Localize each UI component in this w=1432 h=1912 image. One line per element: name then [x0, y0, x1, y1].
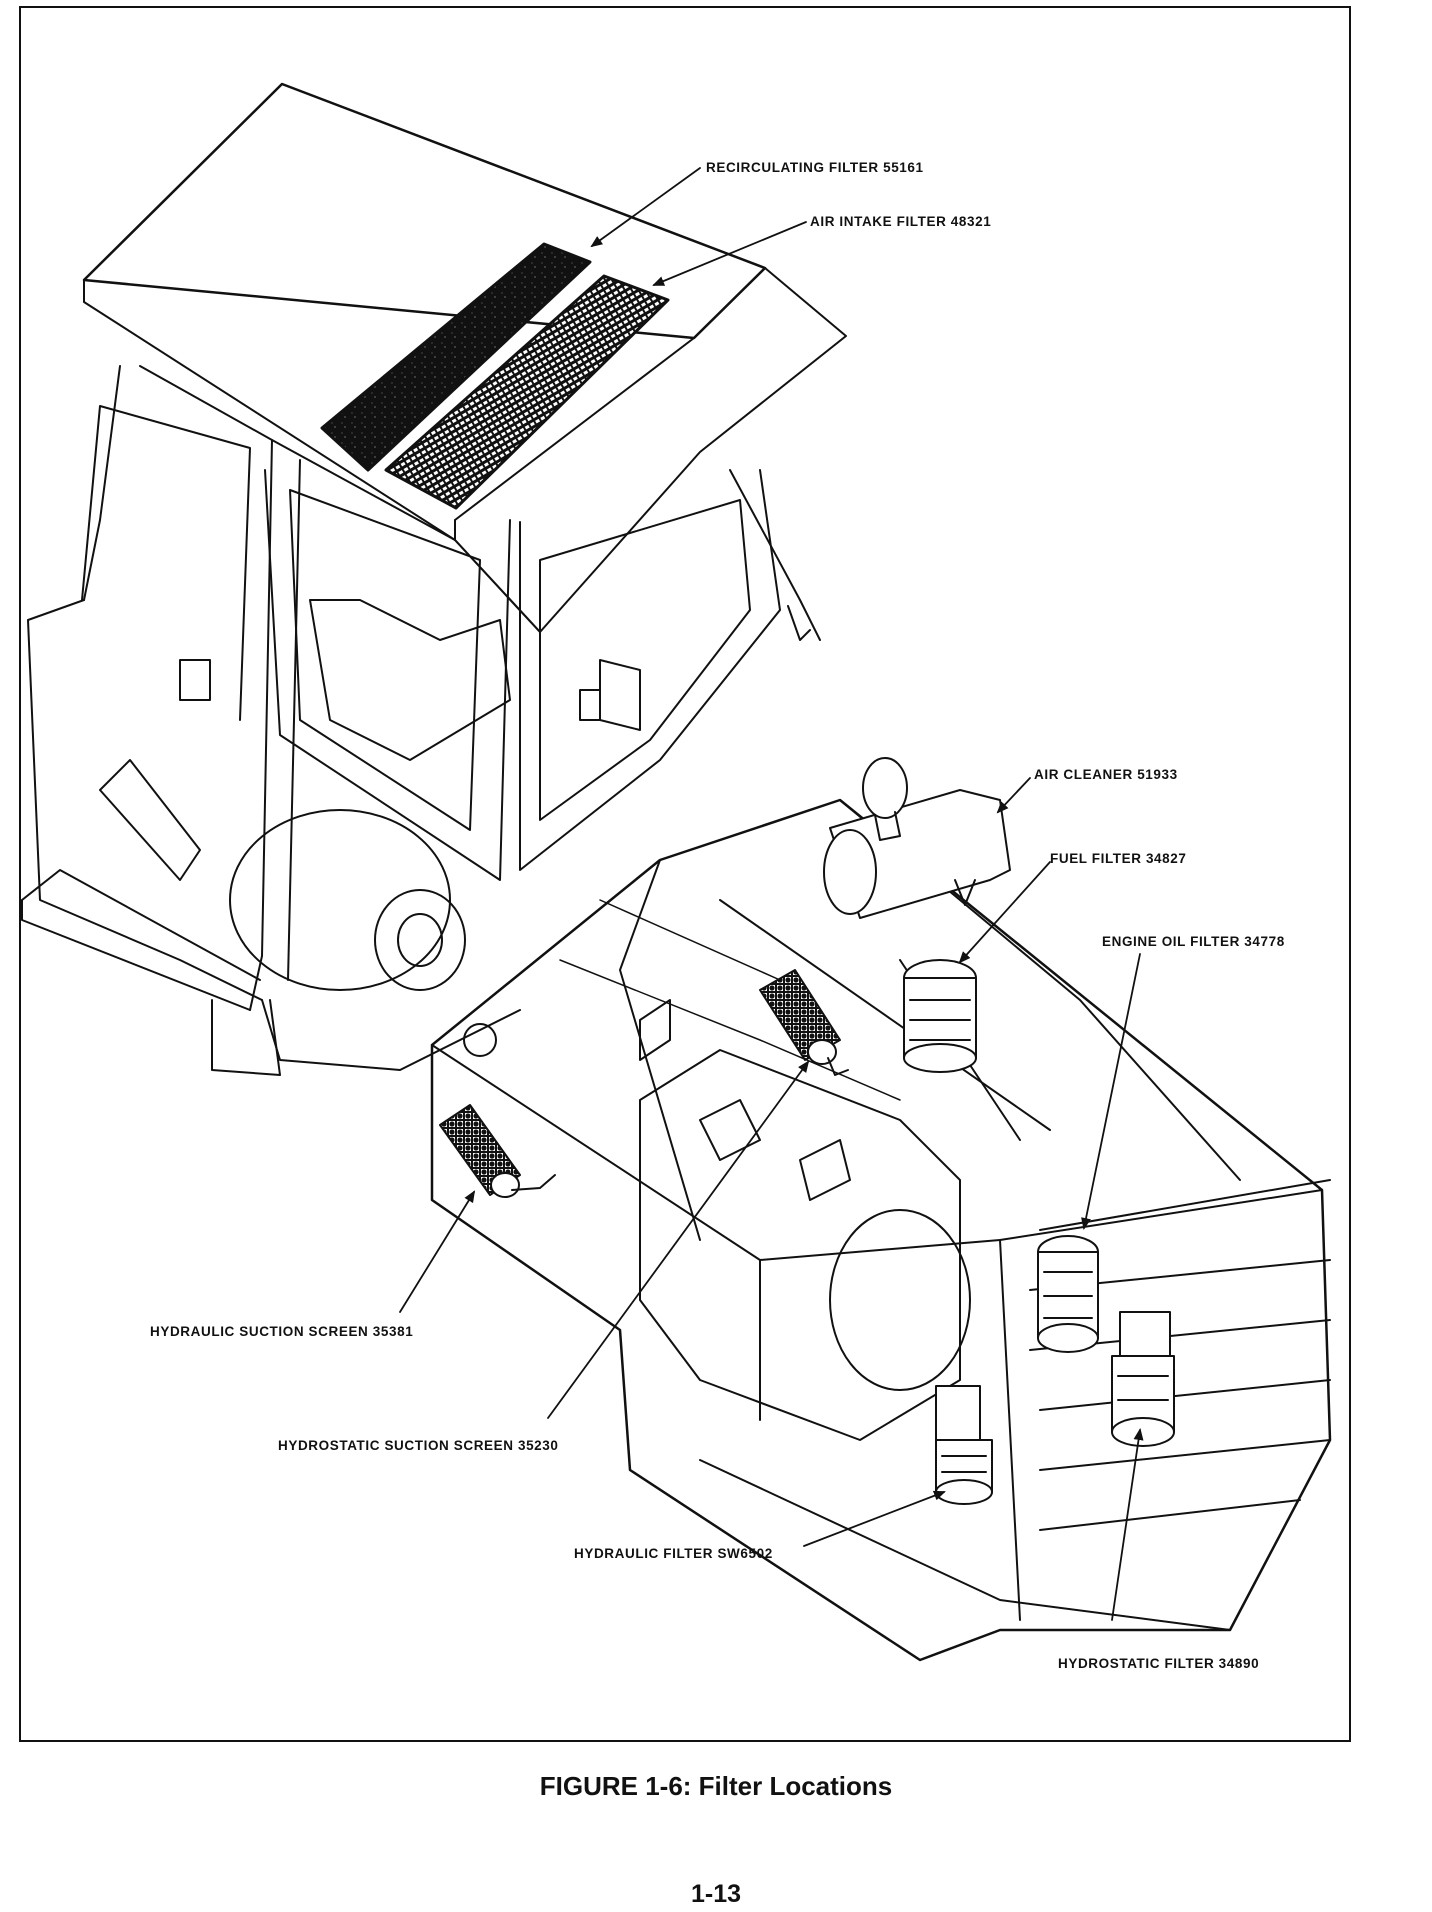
- air-cleaner-leader: [996, 777, 1031, 814]
- fuel-filter-label: FUEL FILTER 34827: [1050, 851, 1187, 866]
- leader-lines: [399, 167, 1144, 1621]
- engine-oil-filter-part: [1037, 1235, 1099, 1353]
- hydrostatic-suction-screen-leader: [547, 1060, 810, 1419]
- hydrostatic-filter-label: HYDROSTATIC FILTER 34890: [1058, 1656, 1260, 1671]
- fuel-filter-leader: [958, 861, 1051, 964]
- engine-oil-filter-leader: [1081, 953, 1141, 1230]
- air-cleaner-label: AIR CLEANER 51933: [1034, 767, 1178, 782]
- air-intake-filter-leader: [652, 221, 807, 286]
- hydrostatic-filter-leader: [1111, 1428, 1144, 1621]
- hydrostatic-suction-screen-part: [759, 969, 849, 1076]
- figure-frame: [19, 6, 1351, 1742]
- hydrostatic-filter-part: [1111, 1311, 1175, 1447]
- air-intake-filter-panel: [384, 274, 670, 510]
- hydraulic-suction-screen-part: [439, 1104, 556, 1198]
- hydraulic-suction-screen-leader: [399, 1190, 476, 1313]
- figure-caption: FIGURE 1-6: Filter Locations: [539, 1771, 893, 1801]
- recirculating-filter-panel: [320, 242, 592, 472]
- hydrostatic-suction-screen-label: HYDROSTATIC SUCTION SCREEN 35230: [278, 1438, 559, 1453]
- page-number: 1-13: [690, 1880, 742, 1908]
- recirculating-filter-label: RECIRCULATING FILTER 55161: [706, 160, 924, 175]
- engine-compartment: [430, 798, 1332, 1662]
- hydraulic-filter-label: HYDRAULIC FILTER SW6502: [574, 1546, 773, 1561]
- machine-illustration: [21, 82, 1332, 1662]
- air-intake-filter-label: AIR INTAKE FILTER 48321: [810, 214, 992, 229]
- hydraulic-filter-part: [935, 1385, 993, 1505]
- air-cleaner-part: [823, 757, 1011, 919]
- recirculating-filter-leader: [590, 167, 701, 248]
- cab-body: [21, 365, 821, 1076]
- hydraulic-filter-leader: [803, 1490, 946, 1547]
- hydraulic-suction-screen-label: HYDRAULIC SUCTION SCREEN 35381: [150, 1324, 414, 1339]
- fuel-filter-part: [903, 959, 977, 1073]
- engine-oil-filter-label: ENGINE OIL FILTER 34778: [1102, 934, 1285, 949]
